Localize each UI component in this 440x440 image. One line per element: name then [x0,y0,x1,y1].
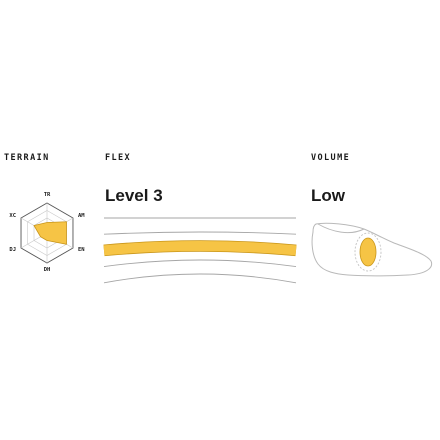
radar-axis-label-am: AM [78,213,85,219]
volume-header: VOLUME [311,153,351,163]
terrain-profile-area [33,221,67,245]
radar-axis-label-dh: DH [44,267,51,273]
radar-axis-label-dj: DJ [9,247,16,253]
volume-indicator-ring [354,232,382,272]
radar-axis-label-en: EN [78,247,85,253]
flex-level-line [103,231,297,235]
terrain-radar-chart: TR AM EN DH DJ XC [9,192,85,273]
radar-axis-labels: TR AM EN DH DJ XC [9,192,85,273]
volume-shoe-graphic [311,222,433,277]
radar-axis-label-xc: XC [9,213,16,219]
flex-level-line [103,273,297,284]
flex-level-value: Level 3 [105,186,163,205]
flex-level-graphic [103,217,297,284]
flex-level-active-line [103,241,297,256]
volume-value: Low [311,186,345,205]
volume-indicator-fill [359,237,377,267]
flex-level-line [103,259,297,268]
terrain-header: TERRAIN [4,153,50,163]
shoe-collar [317,223,365,234]
flex-header: FLEX [105,153,132,163]
radar-axis-label-tr: TR [44,192,51,198]
